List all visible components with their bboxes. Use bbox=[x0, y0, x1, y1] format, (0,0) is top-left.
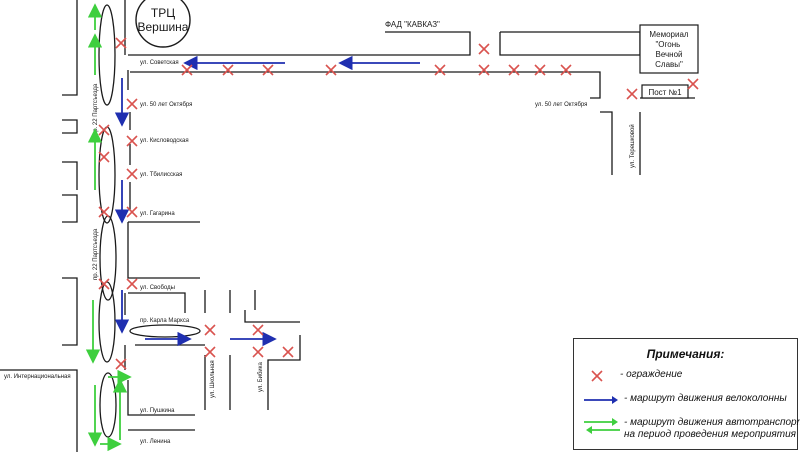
street-sovetskaya: ул. Советская bbox=[140, 60, 179, 66]
legend-barrier-text: - ограждение bbox=[620, 369, 683, 380]
barrier-mark bbox=[262, 64, 274, 76]
barrier-mark bbox=[252, 324, 264, 336]
legend-traffic-text-1: маршрут движения автотранспорта bbox=[630, 417, 800, 428]
barrier-mark bbox=[204, 346, 216, 358]
street-shkolnaya: ул. Школьная bbox=[210, 360, 216, 398]
barrier-mark bbox=[626, 88, 638, 100]
street-lenina: ул. Ленина bbox=[140, 439, 171, 445]
legend-traffic-text-2: на период проведения мероприятия bbox=[624, 429, 796, 440]
street-internatsionalnaya: ул. Интернациональная bbox=[4, 374, 71, 380]
highway-label: ФАД "КАВКАЗ" bbox=[385, 20, 440, 29]
bike-route bbox=[114, 55, 420, 347]
barrier-mark bbox=[478, 43, 490, 55]
traffic-route-icon bbox=[584, 418, 620, 434]
street-labels: ул. Советская ул. 50 лет Октября ул. 50 … bbox=[4, 60, 636, 445]
street-tbilisskaya: ул. Тбилисская bbox=[140, 172, 182, 178]
street-partsyezda-top: пр. 22 Партсъезда bbox=[93, 83, 99, 135]
post-label: Пост №1 bbox=[648, 88, 682, 97]
barrier-mark bbox=[282, 346, 294, 358]
street-bibika: ул. Бибика bbox=[258, 361, 264, 392]
barrier-mark bbox=[98, 278, 110, 290]
traffic-route bbox=[85, 3, 132, 452]
street-partsyezda-bottom: пр. 22 Партсъезда bbox=[93, 228, 99, 280]
legend-bike-text: маршрут движения велоколонны bbox=[630, 393, 787, 404]
barrier-mark bbox=[560, 64, 572, 76]
legend-traffic-prefix: - bbox=[624, 417, 628, 428]
median-island bbox=[98, 281, 116, 363]
barrier-mark bbox=[204, 324, 216, 336]
legend-title: Примечания: bbox=[646, 347, 725, 361]
barrier-mark bbox=[181, 64, 193, 76]
street-pushkina: ул. Пушкина bbox=[140, 408, 175, 414]
barrier-mark bbox=[222, 64, 234, 76]
barrier-mark bbox=[98, 124, 110, 136]
barrier-mark bbox=[325, 64, 337, 76]
memorial-box bbox=[639, 24, 699, 74]
median-islands bbox=[98, 4, 201, 438]
median-island bbox=[129, 324, 201, 338]
street-svobody: ул. Свободы bbox=[140, 285, 175, 291]
post-box bbox=[641, 84, 689, 99]
legend: Примечания: - ограждение - маршрут движе… bbox=[573, 338, 800, 450]
street-oktyabrya-right: ул. 50 лет Октября bbox=[535, 102, 587, 108]
barrier-mark bbox=[478, 64, 490, 76]
barrier-icon bbox=[591, 370, 603, 382]
barrier-mark bbox=[98, 206, 110, 218]
street-oktyabrya-left: ул. 50 лет Октября bbox=[140, 102, 192, 108]
barrier-mark bbox=[126, 168, 138, 180]
barrier-mark bbox=[687, 78, 699, 90]
street-karla-marksa: пр. Карла Маркса bbox=[140, 318, 190, 324]
barrier-mark bbox=[508, 64, 520, 76]
street-kislovodskaya: ул. Кисловодская bbox=[140, 138, 189, 144]
barrier-mark bbox=[534, 64, 546, 76]
barrier-mark bbox=[126, 98, 138, 110]
street-tereshkovoy: ул. Терешковой bbox=[629, 124, 636, 168]
road-outlines bbox=[0, 0, 695, 452]
median-island bbox=[98, 4, 116, 106]
legend-bike-prefix: - bbox=[624, 393, 628, 404]
street-gagarina: ул. Гагарина bbox=[140, 211, 175, 217]
barrier-mark bbox=[98, 151, 110, 163]
barrier-mark bbox=[126, 135, 138, 147]
barrier-mark bbox=[126, 206, 138, 218]
barrier-mark bbox=[126, 278, 138, 290]
barrier-mark bbox=[434, 64, 446, 76]
mall-marker bbox=[135, 0, 191, 48]
median-island bbox=[99, 372, 117, 438]
barrier-mark bbox=[252, 346, 264, 358]
bike-route-icon bbox=[584, 396, 618, 404]
